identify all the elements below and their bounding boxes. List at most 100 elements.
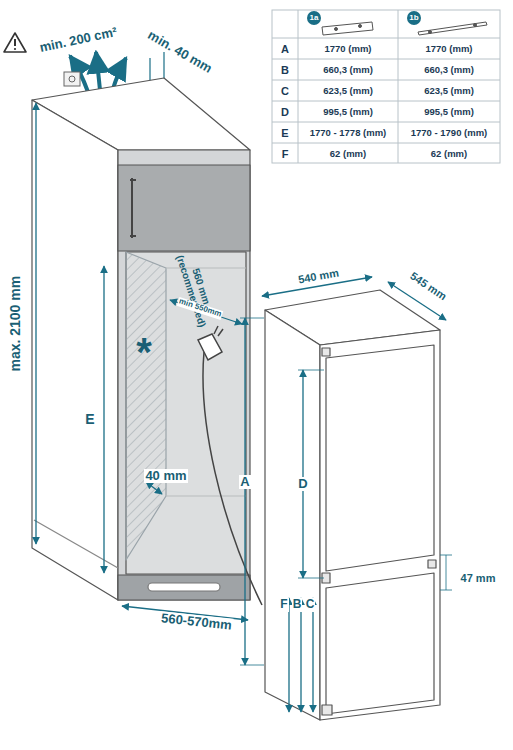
dimension-label: max. 2100 mm	[8, 276, 23, 372]
fridge	[322, 705, 332, 715]
table-cell: E	[281, 127, 288, 139]
dimension-label: 560-570mm	[159, 611, 233, 633]
cabinet	[118, 150, 250, 600]
power-cable	[198, 334, 222, 360]
warning-sign	[14, 48, 16, 50]
bracket-icon	[359, 25, 362, 28]
dimension-line	[35, 103, 36, 544]
table-cell: D	[281, 106, 289, 118]
dimension-letter: D	[297, 477, 308, 491]
dimension-line	[288, 598, 289, 712]
fridge	[326, 573, 434, 714]
warning-sign	[4, 33, 26, 52]
fridge	[265, 290, 440, 720]
extension-line	[298, 370, 324, 371]
dimension-table	[272, 80, 500, 81]
bracket-icon	[307, 11, 321, 25]
warning-sign	[14, 39, 16, 46]
dimension-table	[272, 122, 500, 123]
dimension-letter: B	[292, 598, 303, 611]
dimension-letter: E	[85, 412, 94, 427]
power-cable	[198, 326, 262, 605]
vent-area-label: min. 200 cm²	[38, 25, 118, 55]
cabinet-handle	[131, 178, 133, 238]
table-cell: 1770 (mm)	[325, 44, 372, 54]
dimension-line	[244, 318, 245, 665]
power-cable	[203, 352, 262, 605]
dimension-line	[36, 103, 446, 712]
asterisk-mark: *	[136, 330, 152, 374]
airflow-arrow	[96, 52, 100, 90]
fridge	[320, 330, 440, 720]
wall-socket	[64, 72, 80, 86]
bracket-icon	[335, 28, 338, 31]
cabinet-handle	[130, 180, 136, 236]
dimension-table	[398, 10, 399, 163]
dimension-letter: A	[239, 475, 250, 489]
table-cell: 62 (mm)	[431, 149, 467, 159]
gap-label: min. 40 mm	[145, 28, 214, 76]
table-cell: 660,3 (mm)	[323, 65, 373, 75]
dimension-table	[272, 101, 500, 102]
extension-line	[240, 318, 452, 665]
dimension-line	[312, 598, 313, 712]
table-cell: 995,5 (mm)	[323, 107, 373, 117]
wall-socket	[64, 72, 80, 86]
dimension-table	[272, 59, 500, 60]
power-cable	[214, 326, 223, 336]
bracket-icon	[322, 22, 373, 35]
dimension-line	[146, 482, 162, 494]
warning-sign	[4, 33, 26, 52]
cabinet	[118, 165, 250, 251]
dimension-label: 540 mm	[296, 266, 340, 285]
dimension-table	[272, 10, 500, 163]
dimension-table	[272, 10, 500, 163]
table-cell: 1770 (mm)	[426, 44, 473, 54]
table-cell: 623,5 (mm)	[424, 86, 474, 96]
wall-socket	[69, 76, 75, 82]
cabinet	[34, 520, 118, 568]
callout-number: 1b	[409, 14, 418, 23]
dimension-label: 545 mm	[407, 269, 449, 303]
dimension-label: 40 mm	[144, 469, 187, 483]
extension-line	[240, 665, 264, 666]
bracket-icon	[474, 24, 477, 27]
fridge	[322, 348, 330, 356]
dimension-table	[272, 143, 500, 144]
cabinet	[148, 583, 220, 591]
table-cell: B	[281, 64, 289, 76]
table-cell: A	[281, 43, 289, 55]
cabinet	[126, 252, 246, 574]
dimension-table	[298, 10, 299, 163]
gap-marker	[163, 52, 164, 80]
dimension-label: 47 mm	[461, 572, 496, 584]
extension-line	[446, 555, 447, 590]
bracket-icon	[322, 22, 487, 35]
dimension-letter: F	[279, 598, 288, 611]
table-cell: 1770 - 1778 (mm)	[310, 128, 387, 138]
table-cell: F	[282, 148, 289, 160]
bracket-icon	[418, 22, 487, 35]
table-cell: C	[281, 85, 289, 97]
dimension-line	[103, 266, 104, 573]
cabinet	[32, 100, 118, 600]
table-cell: 660,3 (mm)	[424, 65, 474, 75]
table-cell: 62 (mm)	[330, 149, 366, 159]
dimension-line	[302, 370, 303, 578]
table-cell: 995,5 (mm)	[424, 107, 474, 117]
dimension-letter: C	[305, 598, 316, 611]
cabinet	[126, 252, 166, 560]
fridge	[326, 345, 434, 571]
cabinet	[118, 575, 250, 600]
dimension-line	[300, 598, 301, 712]
table-cell: 623,5 (mm)	[323, 86, 373, 96]
cabinet-handle	[130, 178, 136, 238]
extension-line	[240, 318, 264, 319]
fridge	[265, 310, 320, 720]
bracket-icon	[429, 31, 432, 34]
cabinet	[32, 78, 250, 600]
callout-number: 1a	[310, 14, 319, 23]
bracket-icon	[407, 11, 421, 25]
extension-line	[298, 578, 324, 579]
